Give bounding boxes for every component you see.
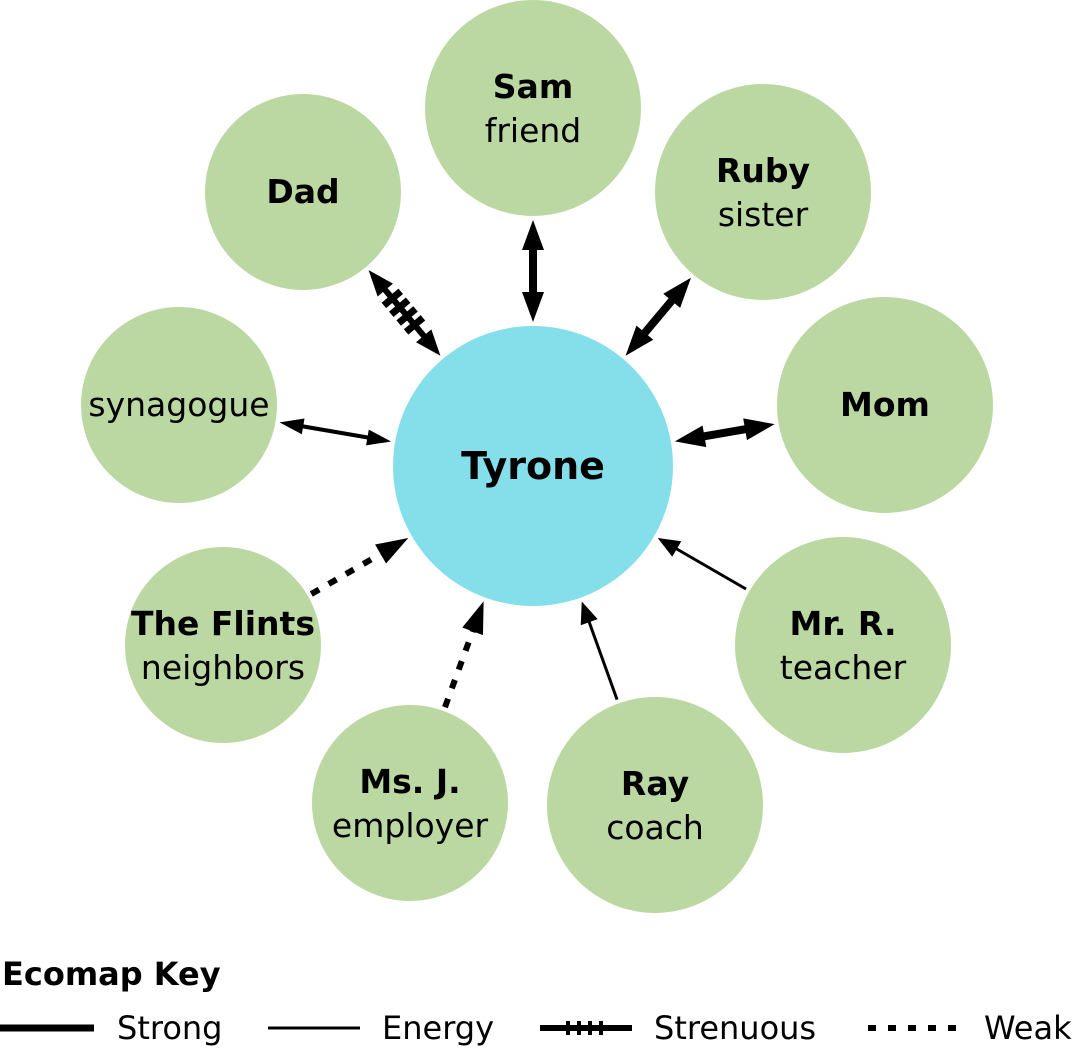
- legend-item-strong: Strong: [0, 1005, 222, 1050]
- node-the-flints: The Flints neighbors: [125, 547, 321, 743]
- connection-ruby: [625, 277, 691, 356]
- legend-item-energy: Energy: [268, 1005, 494, 1050]
- connection-ms-j: [442, 601, 484, 709]
- node-name: Sam: [493, 67, 573, 106]
- node-mom: Mom: [777, 297, 993, 513]
- connection-dad: [368, 270, 441, 356]
- node-role: synagogue: [88, 385, 269, 424]
- energy-line-icon: [268, 1026, 360, 1029]
- node-role: teacher: [780, 648, 907, 687]
- node-name: Ray: [621, 764, 689, 803]
- connection-sam: [522, 220, 544, 322]
- connection-the-flints: [309, 538, 409, 597]
- node-role: neighbors: [141, 648, 305, 687]
- node-dad: Dad: [205, 94, 401, 290]
- connection-ray: [580, 601, 619, 701]
- connection-mr-r: [657, 538, 747, 591]
- node-name: Mom: [840, 385, 930, 424]
- node-name: Ruby: [716, 151, 810, 190]
- node-ruby: Ruby sister: [655, 84, 871, 300]
- center-node-tyrone: Tyrone: [393, 326, 673, 606]
- node-role: friend: [485, 111, 582, 150]
- node-name: Ms. J.: [359, 762, 460, 801]
- node-mr-r: Mr. R. teacher: [735, 537, 951, 753]
- weak-line-icon: [868, 1024, 962, 1031]
- legend-label-strong: Strong: [117, 1008, 223, 1047]
- legend-item-weak: Weak: [868, 1005, 1072, 1050]
- strong-line-icon: [0, 1024, 94, 1031]
- node-name: The Flints: [131, 604, 315, 643]
- node-role: coach: [606, 808, 704, 847]
- node-ray: Ray coach: [547, 697, 763, 913]
- legend-label-strenuous: Strenuous: [654, 1008, 817, 1047]
- node-name: Mr. R.: [790, 604, 897, 643]
- node-role: employer: [332, 806, 489, 845]
- node-role: sister: [718, 195, 809, 234]
- legend-label-energy: Energy: [382, 1008, 495, 1047]
- legend-label-weak: Weak: [984, 1008, 1072, 1047]
- connection-mom: [674, 418, 775, 448]
- node-synagogue: synagogue: [81, 307, 277, 503]
- legend-title: Ecomap Key: [2, 955, 221, 993]
- connection-lines: [279, 220, 775, 709]
- node-ms-j: Ms. J. employer: [312, 705, 508, 901]
- node-name: Dad: [266, 172, 339, 211]
- node-sam: Sam friend: [425, 0, 641, 216]
- legend-item-strenuous: Strenuous: [540, 1005, 816, 1050]
- connection-synagogue: [279, 418, 392, 446]
- strenuous-line-icon: [540, 1020, 632, 1035]
- legend: Strong Energy Strenuous Weak: [0, 1005, 1076, 1050]
- center-name: Tyrone: [461, 444, 605, 488]
